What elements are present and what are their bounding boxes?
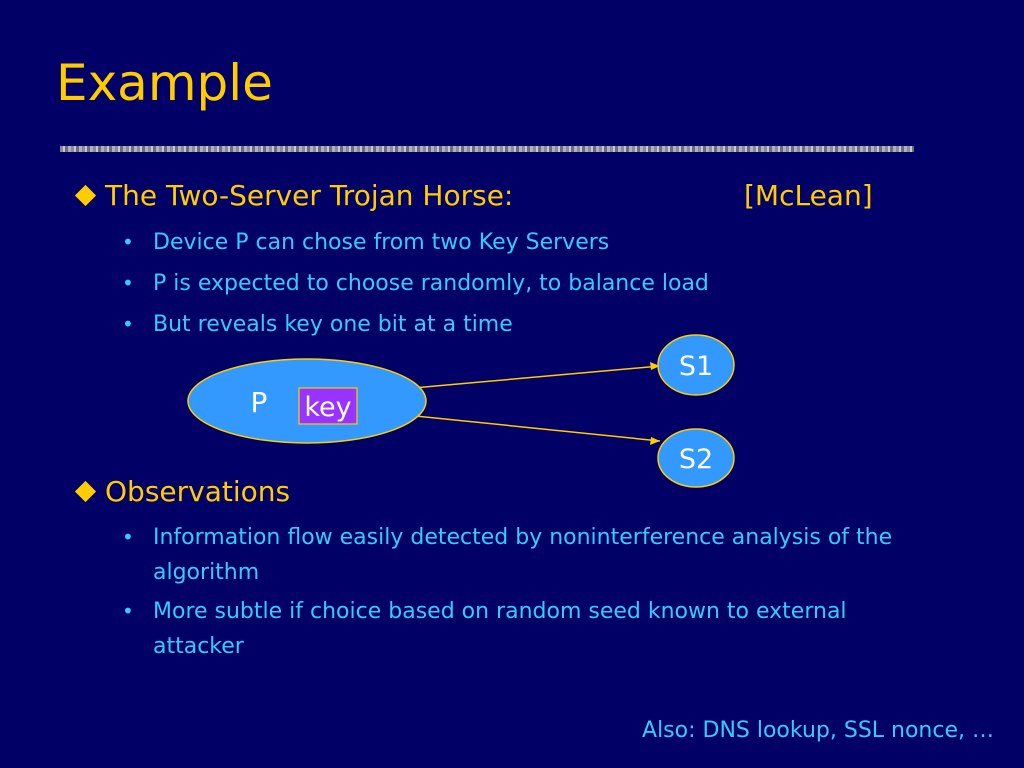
arrow-head-icon [650,362,660,370]
bullet-icon: • [122,525,134,549]
list-item-text: But reveals key one bit at a time [153,312,513,337]
bullet-icon: • [122,230,134,254]
section2-heading-text: Observations [105,475,291,508]
list-item: • Information flow easily detected by no… [122,520,922,590]
section1-heading-text: The Two-Server Trojan Horse: [105,179,514,212]
bullet-icon: • [122,312,134,336]
section2-heading: Observations [72,478,290,506]
server-s2-label: S2 [679,444,713,475]
server-s1-node [657,334,735,396]
slide-title: Example [56,54,273,112]
list-item: • More subtle if choice based on random … [122,594,922,664]
bullet-icon: • [122,599,134,623]
list-item-text: Device P can chose from two Key Servers [153,230,610,255]
bullet-icon: • [122,271,134,295]
list-item-text: Information flow easily detected by noni… [153,525,893,585]
reference-citation: [McLean] [744,179,873,212]
list-item: • Device P can chose from two Key Server… [122,225,922,260]
server-s2-node [657,428,735,488]
footer-note: Also: DNS lookup, SSL nonce, … [642,718,994,743]
list-item: • P is expected to choose randomly, to b… [122,266,922,301]
key-box [298,387,358,425]
diamond-bullet-icon [74,480,97,502]
arrow-head-icon [650,437,660,445]
key-label: key [304,392,351,423]
server-s1-label: S1 [679,351,713,382]
list-item-text: P is expected to choose randomly, to bal… [153,271,709,296]
section1-heading: The Two-Server Trojan Horse: [72,182,513,210]
list-item-text: More subtle if choice based on random se… [153,599,847,659]
list-item: • But reveals key one bit at a time [122,307,922,342]
device-p-label: P [251,386,268,419]
title-divider [60,146,914,152]
